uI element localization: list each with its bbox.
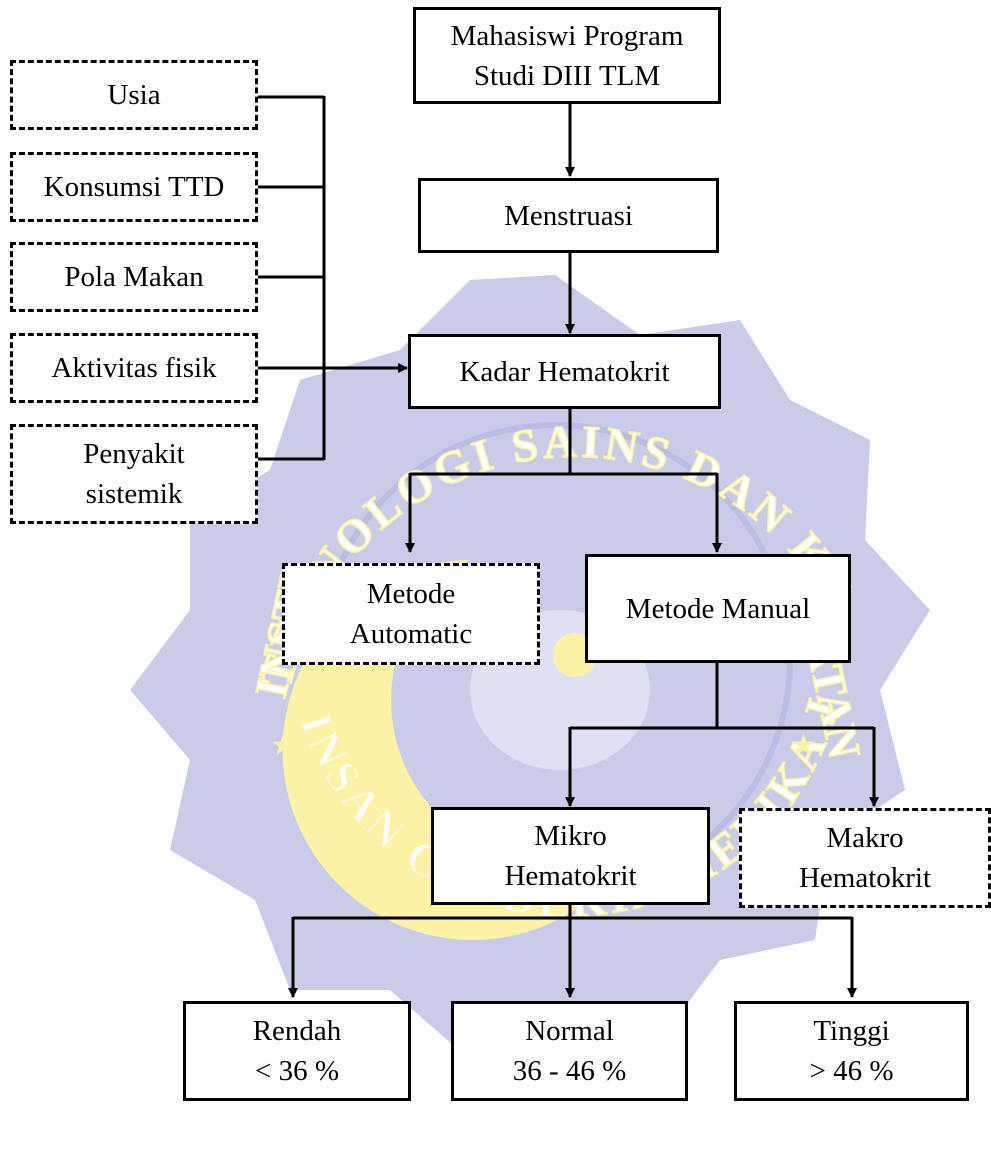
node-mahasiswi-line1: Mahasiswi Program	[450, 19, 684, 52]
node-menstruasi-line1: Menstruasi	[504, 199, 633, 232]
node-rendah: Rendah < 36 %	[183, 1001, 411, 1101]
node-metode-manual: Metode Manual	[585, 554, 851, 663]
node-tinggi-line2: > 46 %	[809, 1055, 894, 1087]
node-manual-line1: Metode Manual	[625, 592, 811, 625]
node-aktivitas-line1: Aktivitas fisik	[51, 352, 217, 384]
node-automatic-line2: Automatic	[349, 618, 473, 650]
node-automatic-line1: Metode	[366, 578, 456, 610]
node-kadar-line1: Kadar Hematokrit	[459, 355, 670, 388]
node-mahasiswi-line2: Studi DIII TLM	[473, 59, 661, 92]
node-rendah-line1: Rendah	[252, 1015, 342, 1047]
node-kadar-hematokrit: Kadar Hematokrit	[408, 334, 721, 409]
node-usia: Usia	[10, 60, 258, 130]
node-rendah-line2: < 36 %	[254, 1055, 339, 1087]
node-pola-line1: Pola Makan	[64, 261, 204, 293]
node-normal-line1: Normal	[525, 1015, 614, 1047]
node-normal-line2: 36 - 46 %	[512, 1055, 627, 1087]
node-mikro-line1: Mikro	[534, 820, 607, 852]
node-penyakit-sistemik: Penyakit sistemik	[10, 424, 258, 524]
node-mikro-hematokrit: Mikro Hematokrit	[431, 807, 710, 905]
node-makro-line2: Hematokrit	[798, 862, 932, 894]
node-makro-line1: Makro	[826, 822, 904, 854]
node-tinggi-line1: Tinggi	[813, 1015, 890, 1047]
node-menstruasi: Menstruasi	[418, 178, 719, 253]
seal-star-left-icon: ★	[270, 729, 297, 762]
node-penyakit-line1: Penyakit	[83, 438, 185, 470]
node-metode-automatic: Metode Automatic	[282, 563, 540, 665]
seal-star-right-icon: ★	[790, 729, 817, 762]
node-mikro-line2: Hematokrit	[504, 860, 637, 892]
node-konsumsi-ttd: Konsumsi TTD	[10, 152, 258, 222]
node-usia-line1: Usia	[107, 79, 161, 111]
node-tinggi: Tinggi > 46 %	[734, 1001, 969, 1101]
node-mahasiswi: Mahasiswi Program Studi DIII TLM	[413, 7, 721, 104]
node-aktivitas-fisik: Aktivitas fisik	[10, 333, 258, 403]
node-makro-hematokrit: Makro Hematokrit	[739, 808, 991, 908]
node-pola-makan: Pola Makan	[10, 242, 258, 312]
node-konsumsi-line1: Konsumsi TTD	[43, 171, 225, 203]
node-penyakit-line2: sistemik	[85, 478, 183, 510]
node-normal: Normal 36 - 46 %	[451, 1001, 688, 1101]
